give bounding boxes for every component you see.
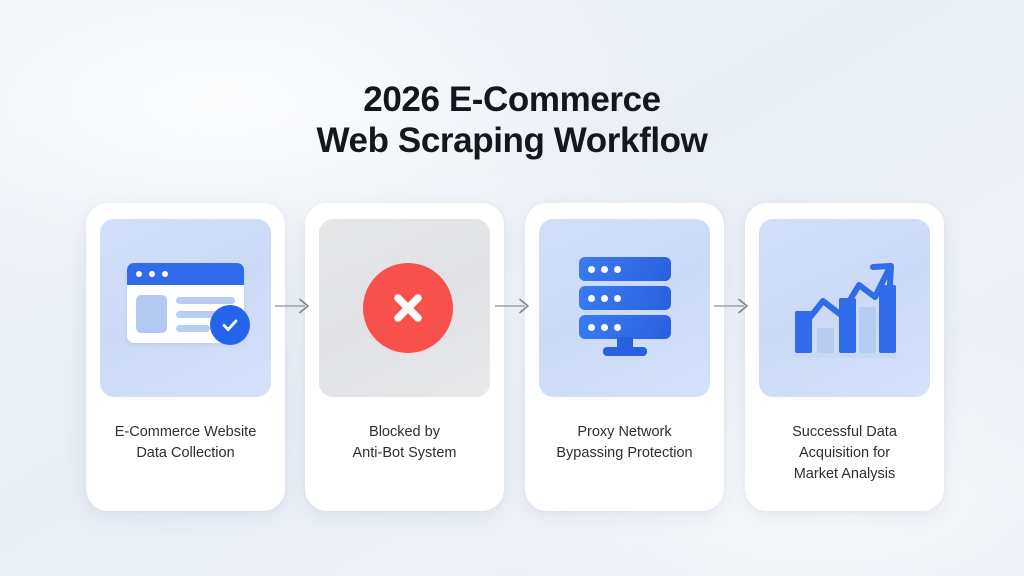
server-led-2b [601, 294, 608, 302]
step-4-caption: Successful Data Acquisition for Market A… [751, 422, 938, 485]
chart-bar-2 [817, 328, 834, 353]
step-2-caption-line-2: Anti-Bot System [352, 445, 457, 461]
page-title-line-2: Web Scraping Workflow [316, 121, 708, 160]
step-1-caption: E-Commerce Website Data Collection [92, 422, 279, 464]
step-2-icon-panel [319, 219, 490, 397]
chart-bar-5 [879, 285, 896, 353]
browser-image-placeholder [136, 295, 167, 333]
server-stand-neck [617, 337, 633, 349]
arrow-right-icon-3 [714, 294, 752, 318]
step-4-icon-panel [759, 219, 930, 397]
server-stand-base [603, 347, 647, 356]
step-4-caption-line-1: Successful Data [792, 424, 897, 440]
browser-text-line-2 [176, 311, 235, 318]
browser-text-line-3 [176, 325, 211, 332]
step-3-caption-line-2: Bypassing Protection [556, 445, 693, 461]
step-4-caption-line-3: Market Analysis [793, 466, 896, 482]
step-3-caption-line-1: Proxy Network [577, 424, 672, 440]
flow-step-card-4[interactable]: Successful Data Acquisition for Market A… [745, 203, 944, 511]
arrow-right-icon-1 [275, 294, 313, 318]
server-led-1a [588, 265, 595, 273]
page-title: 2026 E-Commerce Web Scraping Workflow [0, 79, 1024, 161]
trend-arrow-icon [796, 263, 894, 334]
server-led-1b [601, 265, 608, 273]
chart-bar-4 [859, 307, 876, 353]
step-1-icon-panel [100, 219, 271, 397]
browser-text-line-1 [176, 297, 235, 304]
browser-content [127, 285, 244, 339]
step-1-caption-line-2: Data Collection [136, 445, 235, 461]
step-2-caption: Blocked by Anti-Bot System [311, 422, 498, 464]
server-rack-3 [579, 315, 671, 339]
browser-dot-2 [149, 271, 155, 277]
flow-step-card-3[interactable]: Proxy Network Bypassing Protection [525, 203, 724, 511]
chart-bars [793, 275, 897, 358]
server-rack-1 [579, 257, 671, 281]
chart-baseline [793, 353, 897, 358]
browser-dot-3 [162, 271, 168, 277]
flow-step-card-2[interactable]: Blocked by Anti-Bot System [305, 203, 504, 511]
step-3-icon-panel [539, 219, 710, 397]
error-circle-x-icon [363, 263, 453, 353]
server-led-1c [614, 265, 621, 273]
server-stack-icon [579, 257, 671, 359]
step-2-caption-line-1: Blocked by [369, 424, 440, 440]
step-1-caption-line-1: E-Commerce Website [114, 424, 257, 440]
browser-titlebar [127, 263, 244, 285]
growth-bar-chart-icon [789, 255, 901, 361]
server-rack-2 [579, 286, 671, 310]
flow-step-card-1[interactable]: E-Commerce Website Data Collection [86, 203, 285, 511]
step-4-caption-line-2: Acquisition for [798, 445, 891, 461]
browser-window-icon [127, 263, 244, 343]
server-led-2a [588, 294, 595, 302]
browser-dot-1 [136, 271, 142, 277]
server-led-3b [601, 323, 608, 331]
page-title-line-1: 2026 E-Commerce [363, 80, 661, 119]
browser-text-lines [176, 295, 235, 339]
server-led-3c [614, 323, 621, 331]
check-circle-icon [210, 305, 250, 345]
server-led-2c [614, 294, 621, 302]
arrow-right-icon-2 [495, 294, 533, 318]
step-3-caption: Proxy Network Bypassing Protection [531, 422, 718, 464]
server-led-3a [588, 323, 595, 331]
